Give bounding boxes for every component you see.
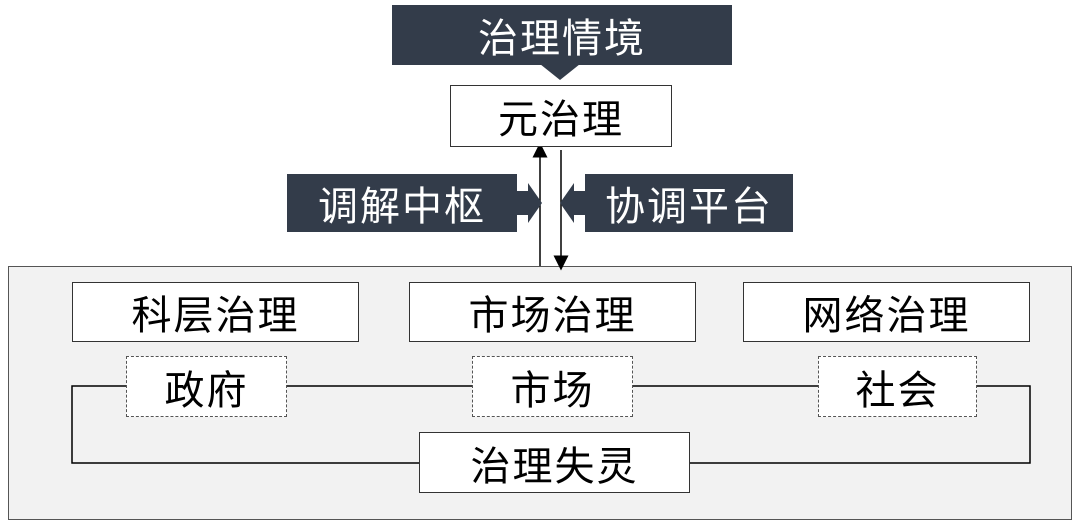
coordination-platform-callout: 协调平台: [585, 174, 793, 232]
mediation-hub-callout: 调解中枢: [287, 174, 517, 232]
network-governance-box: 网络治理: [743, 282, 1030, 342]
actor-society: 社会: [818, 356, 977, 417]
hierarchical-governance-box: 科层治理: [72, 282, 359, 342]
context-down-arrow-icon: [540, 64, 580, 80]
market-governance-box: 市场治理: [409, 282, 696, 342]
actor-government: 政府: [126, 356, 287, 417]
left-pointer-icon: [560, 183, 586, 223]
meta-governance-box: 元治理: [450, 85, 672, 147]
right-pointer-icon: [516, 183, 542, 223]
link-gov-failure: [71, 385, 419, 464]
link-society-failure: [690, 385, 1031, 464]
governance-failure-box: 治理失灵: [419, 432, 690, 493]
actor-market: 市场: [472, 356, 633, 417]
governance-context-label: 治理情境: [392, 5, 732, 65]
